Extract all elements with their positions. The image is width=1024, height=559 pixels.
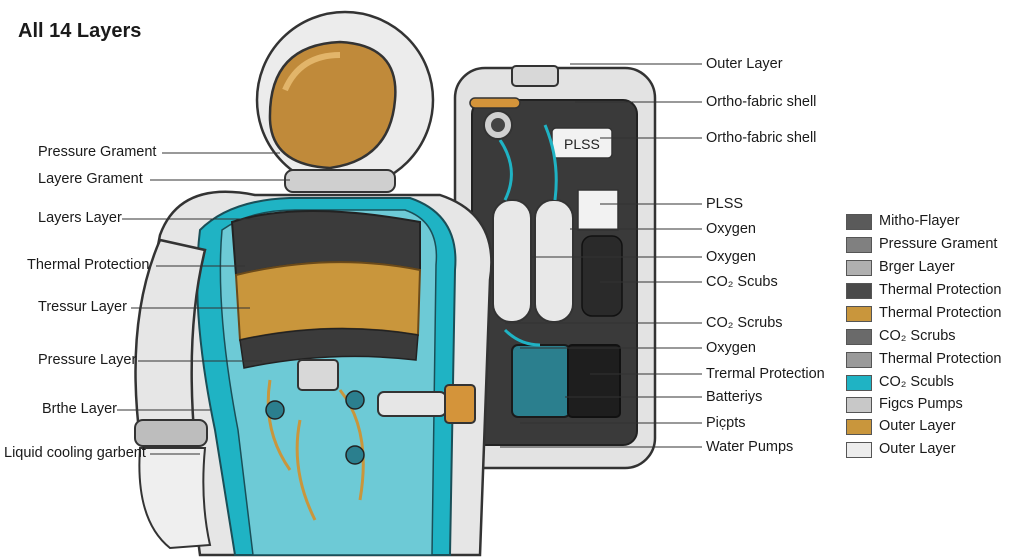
plss-tag: PLSS xyxy=(564,136,600,152)
plss-backpack: PLSS xyxy=(453,65,657,470)
legend-swatch xyxy=(846,352,872,368)
legend-swatch xyxy=(846,397,872,413)
legend-swatch xyxy=(846,442,872,458)
legend-item: CO₂ Scubls xyxy=(846,373,1024,393)
legend-label: Thermal Protection xyxy=(879,305,1002,321)
legend-label: CO₂ Scubls xyxy=(879,374,954,390)
legend-swatch xyxy=(846,329,872,345)
legend-swatch xyxy=(846,214,872,230)
legend-swatch xyxy=(846,237,872,253)
legend-label: Outer Layer xyxy=(879,418,956,434)
label-liquid-cooling: Liquid cooling garbent xyxy=(4,445,146,461)
legend-swatch xyxy=(846,419,872,435)
legend-label: Figcs Pumps xyxy=(879,396,963,412)
label-pressure-layer: Pressure Layer xyxy=(38,352,137,368)
legend-label: Thermal Protection xyxy=(879,282,1002,298)
label-outer-layer: Outer Layer xyxy=(706,56,783,72)
legend-item: Thermal Protection xyxy=(846,304,1024,324)
right-leader-lines xyxy=(500,63,702,448)
label-batteriys: Batteriys xyxy=(706,389,763,405)
legend-item: Thermal Protection xyxy=(846,281,1024,301)
label-ortho-fabric-shell-2: Ortho-fabric shell xyxy=(706,130,817,146)
legend-item: Thermal Protection xyxy=(846,350,1024,370)
diagram-title: All 14 Layers xyxy=(18,20,142,42)
label-layers-layer: Layers Layer xyxy=(38,210,122,226)
label-thermal-protection: Thermal Protection xyxy=(27,257,150,273)
label-picpts: Pic̣pts xyxy=(706,415,746,431)
label-co2-scubs: CO₂ Scubs xyxy=(706,274,778,290)
label-ortho-fabric-shell-1: Ortho-fabric shell xyxy=(706,94,817,110)
label-pressure-grament: Pressure Grament xyxy=(38,144,157,160)
label-water-pumps: Water Pumps xyxy=(706,439,794,455)
legend-label: Thermal Protection xyxy=(879,351,1002,367)
legend-item: Pressure Grament xyxy=(846,235,1024,255)
legend-item: CO₂ Scrubs xyxy=(846,327,1024,347)
legend-item: Mitho-Flayer xyxy=(846,212,1024,232)
suit-torso xyxy=(152,190,493,557)
oxygen-tank-right xyxy=(534,199,574,323)
label-brthe-layer: Brthe Layer xyxy=(42,401,117,417)
legend-swatch xyxy=(846,283,872,299)
legend-swatch xyxy=(846,375,872,391)
oxygen-tank-left xyxy=(492,199,532,323)
suit-arm xyxy=(134,238,212,550)
battery-pack xyxy=(511,344,571,418)
label-oxygen-1: Oxygen xyxy=(706,221,756,237)
label-oxygen-2: Oxygen xyxy=(706,249,756,265)
helmet xyxy=(255,10,513,193)
legend-item: Figcs Pumps xyxy=(846,395,1024,415)
label-plss: PLSS xyxy=(706,196,744,212)
legend-item: Outer Layer xyxy=(846,417,1024,437)
legend-label: Mitho-Flayer xyxy=(879,213,960,229)
label-co2-scrubs: CO₂ Scrubs xyxy=(706,315,783,331)
legend-label: CO₂ Scrubs xyxy=(879,328,956,344)
label-tressur-layer: Tressur Layer xyxy=(38,299,127,315)
legend-swatch xyxy=(846,260,872,276)
legend-label: Brger Layer xyxy=(879,259,955,275)
left-leader-lines xyxy=(117,152,290,455)
legend-label: Outer Layer xyxy=(879,441,956,457)
legend-swatch xyxy=(846,306,872,322)
label-oxygen-3: Oxygen xyxy=(706,340,756,356)
legend-item: Outer Layer xyxy=(846,440,1024,460)
legend-item: Brger Layer xyxy=(846,258,1024,278)
label-layere-grament: Layere Grament xyxy=(38,171,143,187)
legend-label: Pressure Grament xyxy=(879,236,998,252)
label-trermal-protection: Trermal Protection xyxy=(706,366,825,382)
